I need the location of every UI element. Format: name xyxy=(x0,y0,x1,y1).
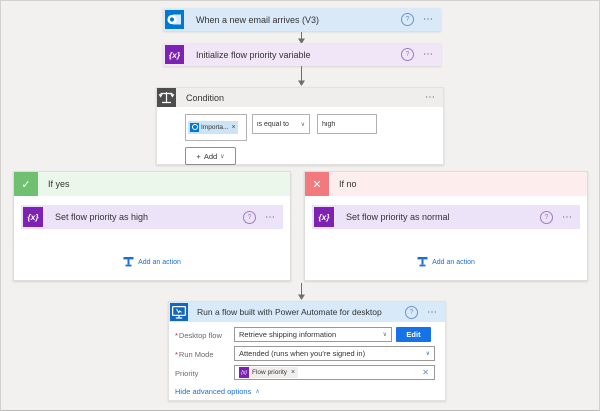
desktop-flow-card: Run a flow built with Power Automate for… xyxy=(168,301,446,401)
add-action-link[interactable]: Add an action xyxy=(305,257,587,267)
trigger-card[interactable]: When a new email arrives (V3) ? ⋯ xyxy=(163,8,441,31)
condition-card: Condition ⋯ Importa... × is equal to ∨ h… xyxy=(156,87,444,165)
variable-icon: {x} xyxy=(314,207,334,227)
token-label: Flow priority xyxy=(252,369,288,376)
info-icon[interactable]: ? xyxy=(401,48,414,61)
initialize-variable-card[interactable]: {x} Initialize flow priority variable ? … xyxy=(163,43,441,66)
edit-button[interactable]: Edit xyxy=(396,327,431,342)
condition-scale-icon xyxy=(157,88,176,107)
required-marker: * xyxy=(175,350,178,359)
info-icon[interactable]: ? xyxy=(243,210,256,224)
menu-ellipsis-icon[interactable]: ⋯ xyxy=(562,211,573,223)
hide-advanced-options-link[interactable]: Hide advanced options ∧ xyxy=(175,387,260,396)
cross-icon: ✕ xyxy=(305,172,329,196)
menu-ellipsis-icon[interactable]: ⋯ xyxy=(423,14,434,25)
if-yes-header[interactable]: ✓ If yes xyxy=(14,172,290,196)
menu-ellipsis-icon[interactable]: ⋯ xyxy=(423,49,434,60)
run-mode-select[interactable]: Attended (runs when you're signed in) ∨ xyxy=(234,346,435,361)
info-icon[interactable]: ? xyxy=(540,210,553,224)
condition-title: Condition xyxy=(186,92,225,103)
info-icon[interactable]: ? xyxy=(401,13,414,26)
add-action-icon xyxy=(123,257,134,267)
operand-token-chip[interactable]: Importa... × xyxy=(188,120,238,134)
plus-icon: + xyxy=(196,151,201,161)
add-button-label: Add xyxy=(203,151,218,161)
condition-operator-select[interactable]: is equal to ∨ xyxy=(252,114,310,134)
desktop-flow-select[interactable]: Retrieve shipping information ∨ xyxy=(234,327,392,342)
set-priority-normal-card[interactable]: {x} Set flow priority as normal ? ⋯ xyxy=(312,205,580,229)
connector-arrow xyxy=(297,31,306,49)
run-mode-value: Attended (runs when you're signed in) xyxy=(239,349,366,358)
if-yes-label: If yes xyxy=(48,179,70,189)
add-action-icon xyxy=(417,257,428,267)
outlook-icon xyxy=(165,10,184,29)
desktop-monitor-icon xyxy=(170,303,188,321)
menu-ellipsis-icon[interactable]: ⋯ xyxy=(425,92,436,103)
chevron-down-icon: ∨ xyxy=(425,351,430,357)
condition-operand-input[interactable]: Importa... × xyxy=(185,114,247,141)
collapse-icon: ∧ xyxy=(255,389,260,395)
connector-arrow xyxy=(297,66,306,91)
operator-value: is equal to xyxy=(257,120,289,128)
check-icon: ✓ xyxy=(14,172,38,196)
action-title: Set flow priority as high xyxy=(55,212,149,222)
set-priority-high-card[interactable]: {x} Set flow priority as high ? ⋯ xyxy=(21,205,283,229)
condition-value-input[interactable]: high xyxy=(317,114,377,134)
run-mode-field-label: *Run Mode xyxy=(175,350,214,359)
outlook-icon xyxy=(190,122,199,132)
add-action-link[interactable]: Add an action xyxy=(14,257,290,267)
priority-input[interactable]: {x} Flow priority × ✕ xyxy=(234,365,435,380)
variable-icon: {x} xyxy=(165,45,184,64)
desktop-flow-header[interactable]: Run a flow built with Power Automate for… xyxy=(169,302,445,322)
remove-token-icon[interactable]: × xyxy=(291,369,296,376)
if-no-branch: ✕ If no {x} Set flow priority as normal … xyxy=(304,171,588,281)
condition-header[interactable]: Condition ⋯ xyxy=(157,88,443,107)
action-title: Set flow priority as normal xyxy=(346,212,450,222)
desktop-flow-field-label: *Desktop flow xyxy=(175,331,222,340)
variable-icon: {x} xyxy=(239,367,249,378)
initialize-variable-title: Initialize flow priority variable xyxy=(196,49,311,60)
remove-token-icon[interactable]: × xyxy=(231,123,236,131)
variable-icon: {x} xyxy=(23,207,43,227)
trigger-title: When a new email arrives (V3) xyxy=(196,14,320,25)
clear-input-icon[interactable]: ✕ xyxy=(422,368,429,377)
operand-token-label: Importa... xyxy=(201,123,229,131)
add-action-label: Add an action xyxy=(432,258,475,266)
menu-ellipsis-icon[interactable]: ⋯ xyxy=(265,211,276,223)
chevron-down-icon: ∨ xyxy=(220,153,225,160)
desktop-flow-value: Retrieve shipping information xyxy=(239,330,337,339)
desktop-flow-title: Run a flow built with Power Automate for… xyxy=(197,307,382,317)
condition-add-button[interactable]: + Add ∨ xyxy=(185,147,236,165)
hide-advanced-label: Hide advanced options xyxy=(175,387,252,396)
required-marker: * xyxy=(175,331,178,340)
chevron-down-icon: ∨ xyxy=(300,121,305,128)
menu-ellipsis-icon[interactable]: ⋯ xyxy=(427,306,438,318)
if-no-header[interactable]: ✕ If no xyxy=(305,172,587,196)
desktop-flow-body: *Desktop flow Retrieve shipping informat… xyxy=(169,322,445,400)
condition-value: high xyxy=(322,120,336,128)
priority-field-label: Priority xyxy=(175,369,199,378)
condition-body: Importa... × is equal to ∨ high + Add ∨ xyxy=(157,107,443,165)
if-no-label: If no xyxy=(339,179,357,189)
flow-priority-token-chip[interactable]: {x} Flow priority × xyxy=(239,367,299,378)
info-icon[interactable]: ? xyxy=(405,305,418,319)
chevron-down-icon: ∨ xyxy=(382,332,387,338)
if-yes-branch: ✓ If yes {x} Set flow priority as high ?… xyxy=(13,171,291,281)
connector-arrow xyxy=(297,283,306,305)
add-action-label: Add an action xyxy=(138,258,181,266)
